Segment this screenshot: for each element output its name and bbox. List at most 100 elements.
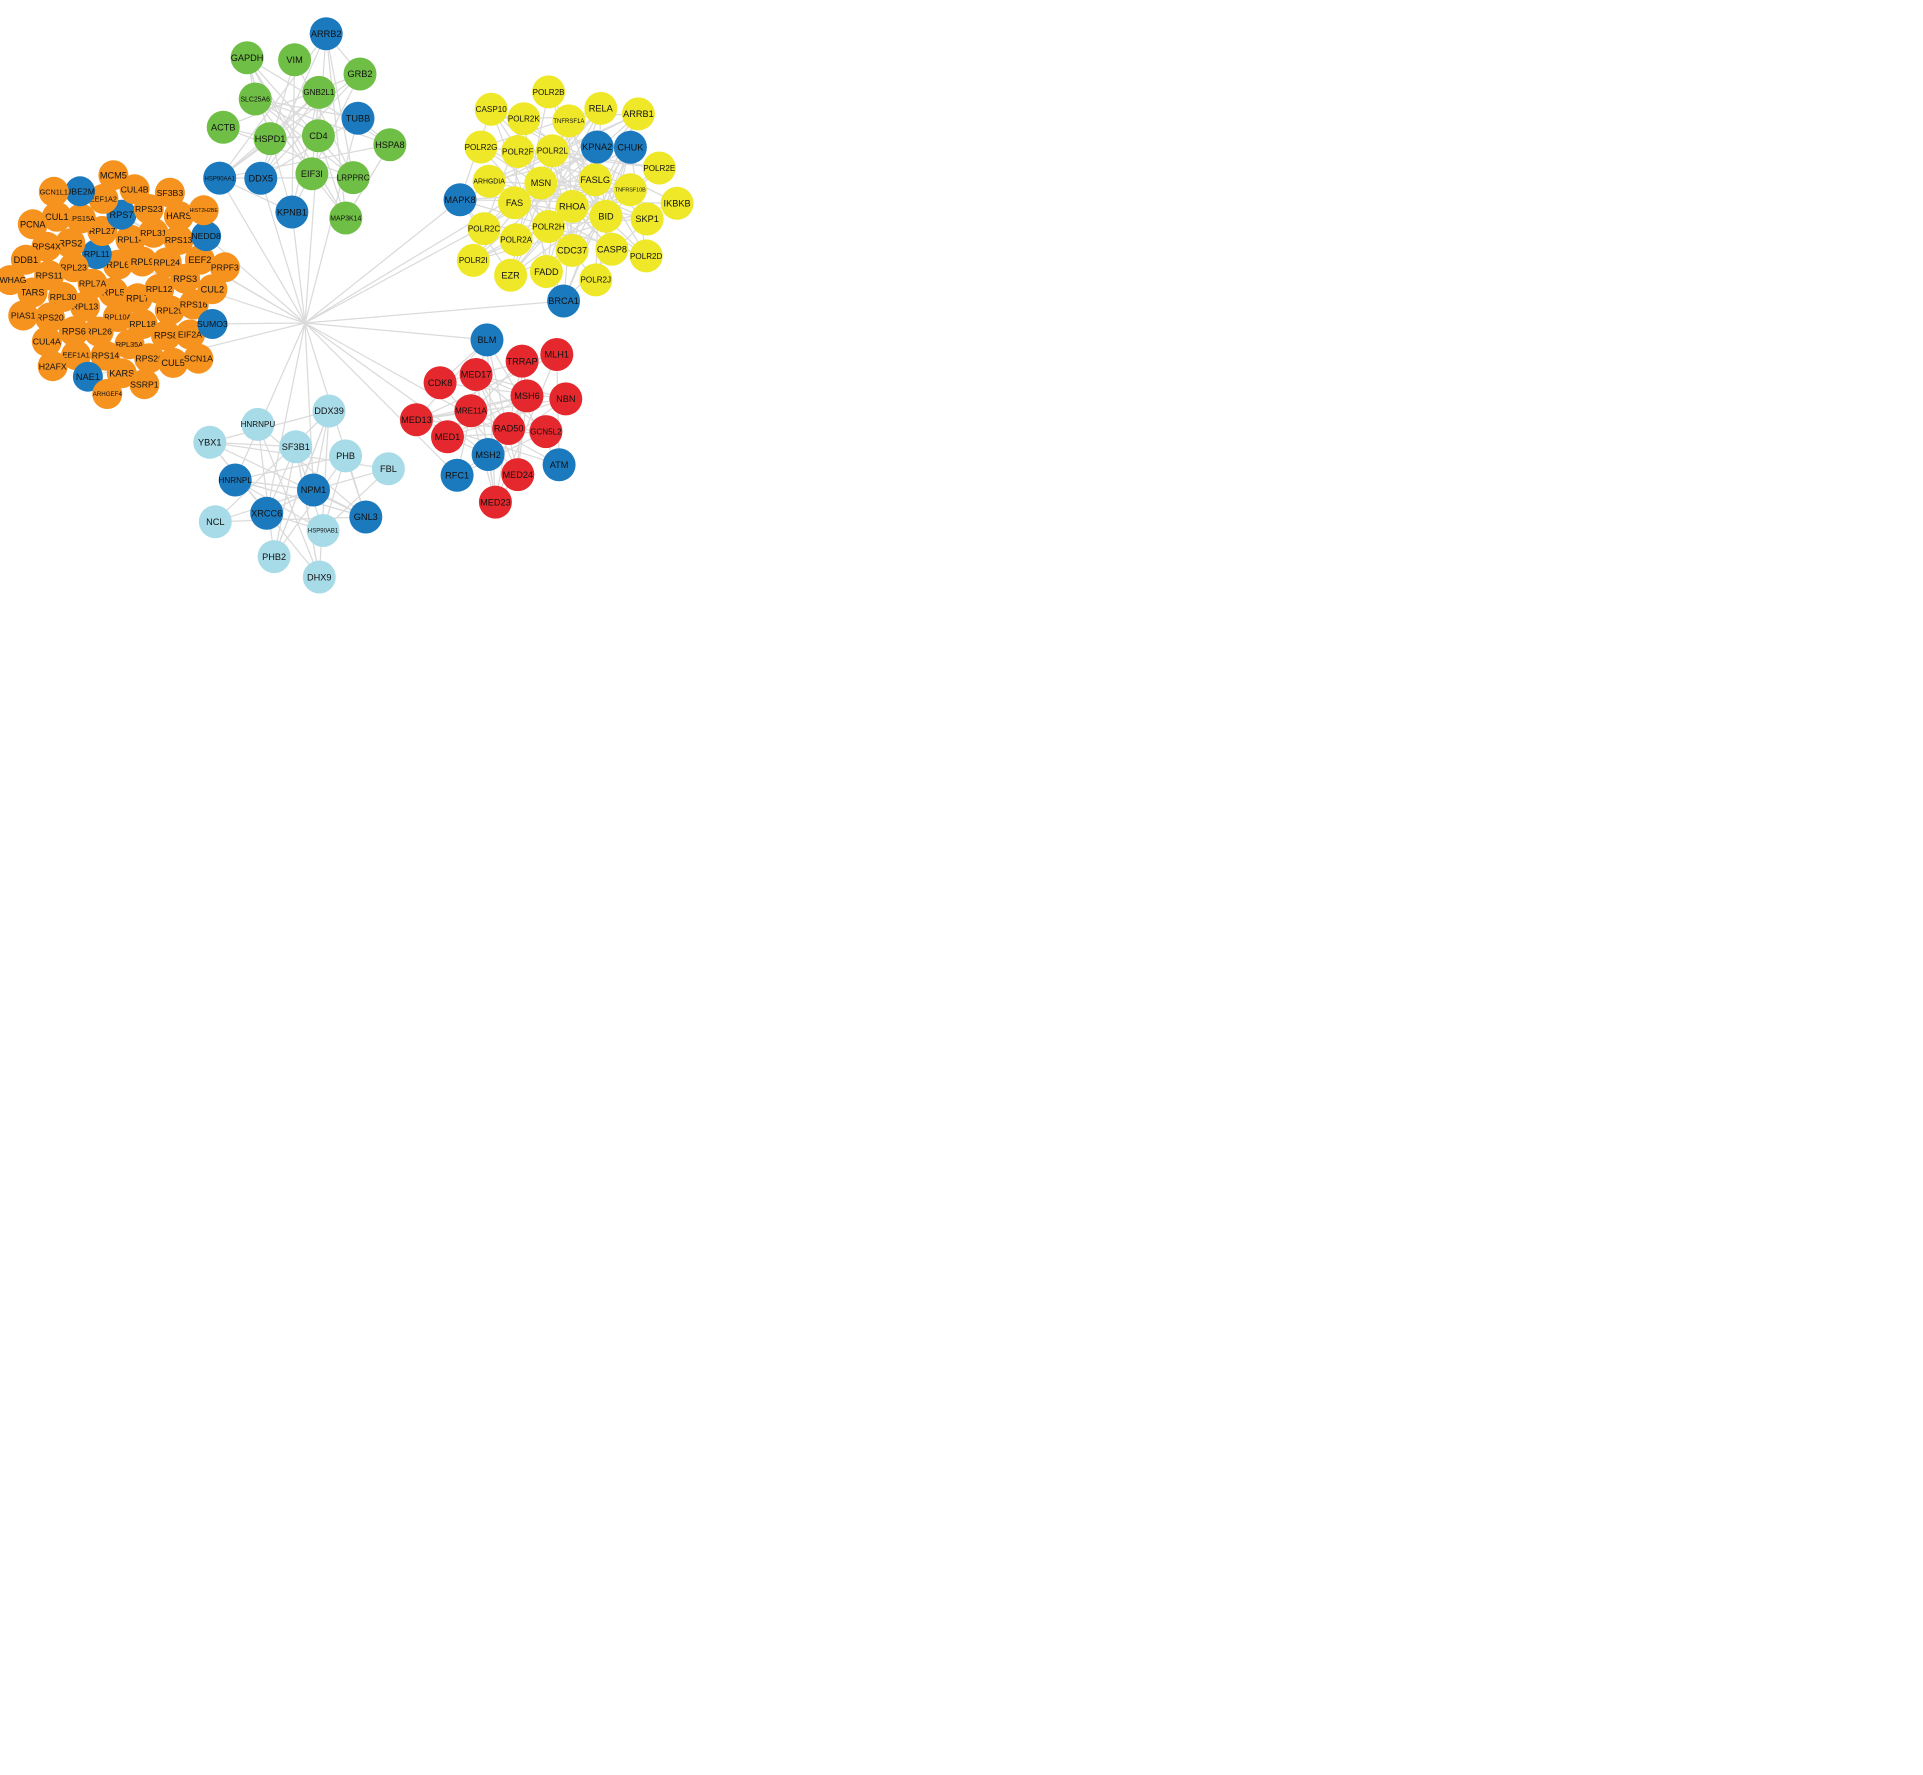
edge bbox=[304, 322, 458, 476]
gene-label: RPS14 bbox=[92, 351, 120, 361]
gene-node bbox=[218, 463, 252, 497]
gene-label: SF3B3 bbox=[157, 188, 184, 198]
gene-node bbox=[158, 347, 189, 378]
gene-node bbox=[38, 176, 69, 207]
gene-node bbox=[193, 425, 227, 459]
gene-label: MED13 bbox=[401, 415, 432, 425]
edge bbox=[291, 59, 296, 213]
gene-label: SUMO3 bbox=[197, 319, 228, 329]
gene-label: KARS bbox=[109, 369, 134, 379]
gene-node bbox=[250, 496, 284, 530]
gene-label: RPL23 bbox=[60, 262, 87, 272]
edge bbox=[295, 446, 320, 578]
gene-label: MAP3K14 bbox=[330, 215, 361, 222]
edge bbox=[215, 516, 366, 523]
gene-label: EEF1A2 bbox=[90, 195, 117, 204]
gene-label: ARHGEF4 bbox=[93, 391, 123, 398]
gene-label: EZR bbox=[501, 270, 520, 280]
edge bbox=[447, 360, 523, 438]
gene-label: RPL7 bbox=[126, 294, 149, 304]
gene-node bbox=[336, 161, 370, 195]
edge bbox=[304, 146, 631, 324]
gene-node bbox=[343, 57, 377, 91]
gene-node bbox=[119, 174, 150, 205]
gene-node bbox=[115, 224, 146, 255]
gene-label: RPL12 bbox=[146, 284, 173, 294]
gene-node bbox=[507, 102, 541, 136]
gene-node bbox=[279, 430, 313, 464]
gene-label: EIF3I bbox=[301, 169, 323, 179]
edge bbox=[234, 322, 306, 481]
gene-label: POLR2C bbox=[468, 224, 501, 233]
gene-label: MLH1 bbox=[545, 350, 570, 360]
gene-label: RPL7A bbox=[79, 279, 107, 289]
edge bbox=[260, 178, 306, 324]
gene-label: RHOA bbox=[559, 202, 586, 212]
edge bbox=[304, 300, 564, 324]
gene-node bbox=[163, 225, 194, 255]
gene-node bbox=[241, 407, 275, 441]
gene-label: VIM bbox=[286, 55, 302, 65]
edge bbox=[260, 59, 296, 179]
gene-node bbox=[81, 239, 112, 270]
gene-label: EIF2A bbox=[178, 330, 202, 340]
gene-node bbox=[660, 186, 694, 220]
gene-node bbox=[642, 151, 676, 185]
edge bbox=[212, 322, 306, 325]
gene-node bbox=[456, 243, 490, 277]
gene-node bbox=[459, 358, 493, 391]
gene-node bbox=[535, 134, 569, 168]
gene-label: POLR2D bbox=[630, 252, 663, 261]
gene-node bbox=[547, 284, 581, 318]
gene-label: EEF1A1 bbox=[63, 351, 90, 360]
gene-label: CASP10 bbox=[476, 105, 508, 114]
gene-label: POLR2B bbox=[533, 88, 565, 97]
gene-node bbox=[499, 223, 533, 257]
gene-label: RPL9 bbox=[131, 257, 154, 267]
gene-node bbox=[138, 217, 169, 248]
gene-label: HARS bbox=[166, 211, 192, 221]
gene-label: RPL29 bbox=[157, 305, 184, 315]
edge bbox=[219, 177, 306, 324]
gene-node bbox=[129, 369, 160, 400]
gene-label: RPS6 bbox=[62, 327, 86, 337]
gene-node bbox=[154, 177, 185, 208]
gene-label: HIST2H2BE bbox=[190, 208, 219, 214]
gene-label: RPL27 bbox=[89, 226, 116, 236]
gene-label: NPM1 bbox=[301, 485, 327, 495]
gene-label: RPS7 bbox=[109, 210, 133, 220]
gene-node bbox=[55, 228, 86, 259]
gene-node bbox=[58, 252, 89, 283]
gene-node bbox=[529, 255, 563, 288]
gene-label: CDC37 bbox=[557, 246, 587, 256]
gene-node bbox=[555, 233, 589, 267]
gene-node bbox=[10, 244, 41, 275]
gene-label: CUL4A bbox=[33, 337, 61, 347]
edge bbox=[273, 455, 347, 557]
edge bbox=[205, 235, 306, 324]
gene-label: NAE1 bbox=[76, 372, 100, 382]
edge bbox=[439, 382, 519, 476]
gene-label: PHB2 bbox=[262, 552, 286, 562]
gene-node bbox=[613, 130, 647, 164]
gene-node bbox=[302, 75, 336, 109]
gene-label: ACTB bbox=[211, 123, 236, 133]
gene-label: MED23 bbox=[480, 497, 511, 507]
gene-node bbox=[151, 320, 181, 351]
gene-node bbox=[595, 232, 629, 266]
gene-node bbox=[309, 17, 343, 51]
gene-label: RPL5 bbox=[102, 288, 125, 298]
gene-node bbox=[154, 295, 185, 326]
gene-node bbox=[440, 458, 474, 492]
gene-node bbox=[58, 316, 89, 347]
gene-label: RPS4X bbox=[32, 242, 61, 252]
gene-label: FASLG bbox=[580, 175, 610, 185]
gene-node bbox=[17, 277, 48, 308]
gene-label: DDX39 bbox=[314, 406, 344, 416]
gene-node bbox=[175, 319, 205, 350]
gene-node bbox=[253, 122, 287, 156]
gene-node bbox=[206, 110, 240, 144]
gene-label: BLM bbox=[478, 335, 497, 345]
edge bbox=[266, 322, 306, 514]
edge bbox=[219, 176, 354, 179]
